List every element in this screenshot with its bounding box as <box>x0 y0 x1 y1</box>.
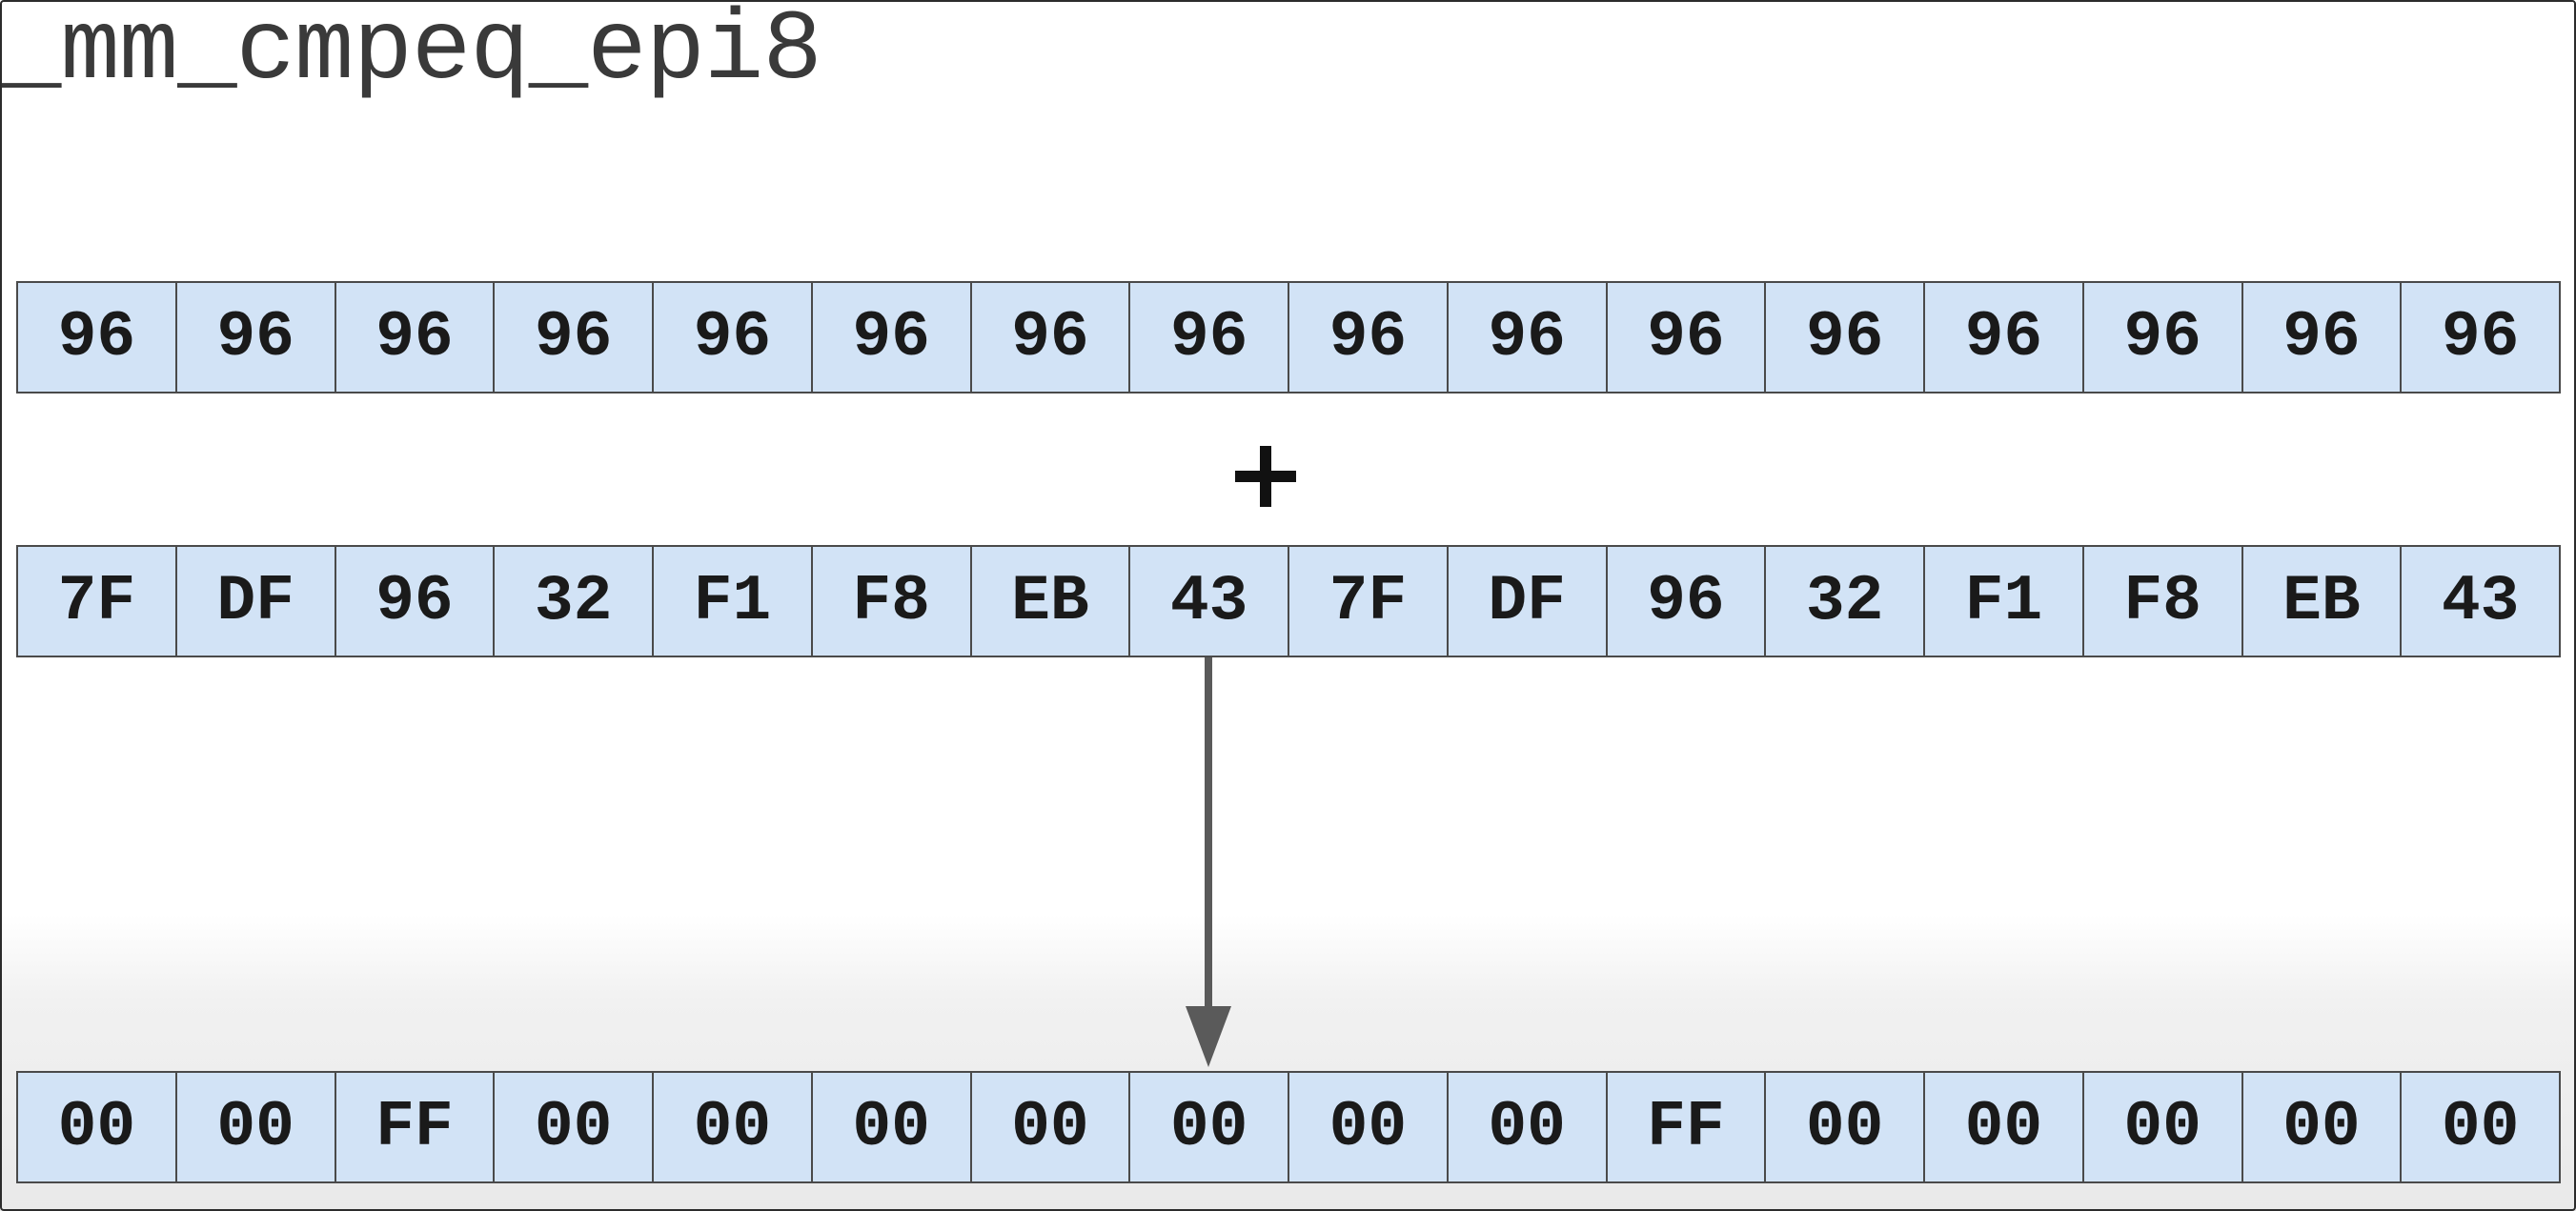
operand-a-cell: 96 <box>1605 283 1765 392</box>
result-cell: FF <box>334 1073 494 1181</box>
operand-a-cell: 96 <box>2241 283 2401 392</box>
result-cell: 00 <box>969 1073 1129 1181</box>
operand-a-cell: 96 <box>1288 283 1447 392</box>
result-cell: 00 <box>18 1073 175 1181</box>
result-cell: 00 <box>2081 1073 2241 1181</box>
operand-b-cell: DF <box>174 547 335 656</box>
operand-a-cell: 96 <box>2400 283 2559 392</box>
operand-b-cell: 7F <box>1288 547 1447 656</box>
operand-b-cell: DF <box>1446 547 1606 656</box>
operand-b-cell: 43 <box>2400 547 2559 656</box>
result-cell: 00 <box>1923 1073 2082 1181</box>
result-cell: 00 <box>810 1073 970 1181</box>
operand-a-cell: 96 <box>174 283 335 392</box>
operand-b-cell: 43 <box>1128 547 1288 656</box>
operand-b-cell: 7F <box>18 547 175 656</box>
result-cell: 00 <box>2241 1073 2401 1181</box>
operand-a-cell: 96 <box>334 283 494 392</box>
operand-a-cell: 96 <box>652 283 811 392</box>
operand-b-cell: 32 <box>493 547 652 656</box>
operand-a-cell: 96 <box>1764 283 1923 392</box>
operand-a-cell: 96 <box>810 283 970 392</box>
operand-b-cell: F8 <box>2081 547 2241 656</box>
operand-a-cell: 96 <box>1128 283 1288 392</box>
operand-b-cell: 32 <box>1764 547 1923 656</box>
operand-b-cell: 96 <box>334 547 494 656</box>
result-cell: 00 <box>1446 1073 1606 1181</box>
result-cell: 00 <box>652 1073 811 1181</box>
operand-b-cell: F8 <box>810 547 970 656</box>
operand-b-cell: 96 <box>1605 547 1765 656</box>
result-cell: 00 <box>2400 1073 2559 1181</box>
operand-b-cell: EB <box>969 547 1129 656</box>
operand-a-cell: 96 <box>1446 283 1606 392</box>
down-arrow-icon <box>1186 657 1231 1067</box>
result-cell: FF <box>1605 1073 1765 1181</box>
operand-b-cell: F1 <box>652 547 811 656</box>
operand-a-cell: 96 <box>18 283 175 392</box>
result-cell: 00 <box>493 1073 652 1181</box>
plus-icon <box>1235 446 1296 507</box>
result-cell: 00 <box>174 1073 335 1181</box>
result-cell: 00 <box>1128 1073 1288 1181</box>
result-cell: 00 <box>1764 1073 1923 1181</box>
operand-a-cell: 96 <box>1923 283 2082 392</box>
operand-a-cell: 96 <box>493 283 652 392</box>
operand-a-cell: 96 <box>2081 283 2241 392</box>
operand-b-cell: F1 <box>1923 547 2082 656</box>
operand-a-cell: 96 <box>969 283 1129 392</box>
result-cell: 00 <box>1288 1073 1447 1181</box>
diagram-title: _mm_cmpeq_epi8 <box>2 0 822 108</box>
operand-b-cell: EB <box>2241 547 2401 656</box>
